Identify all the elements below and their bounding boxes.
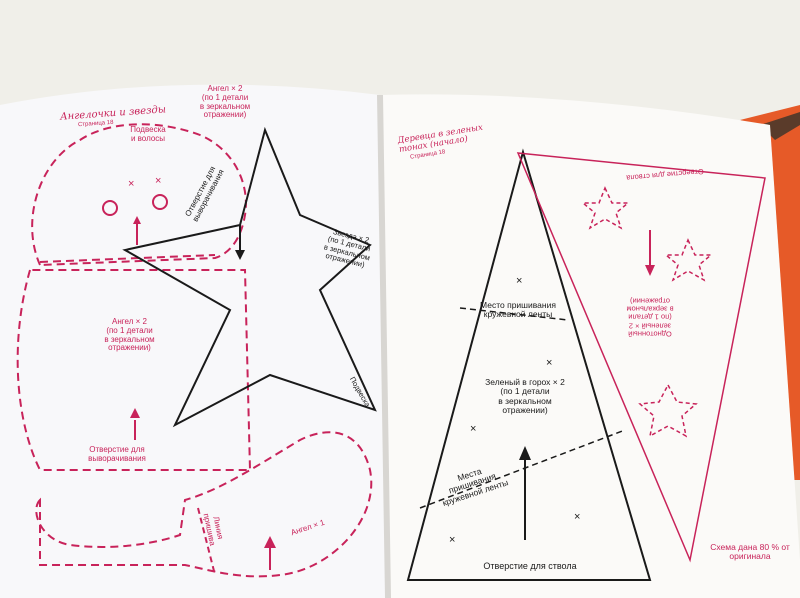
red-tree-triangle xyxy=(516,152,766,563)
angel-eye-left xyxy=(102,200,118,216)
right-page xyxy=(380,94,800,598)
hanger-label: Подвеска и волосы xyxy=(130,125,166,143)
angel-eye-right xyxy=(152,194,168,210)
tree-mark-4: × xyxy=(449,534,455,546)
book-gutter xyxy=(377,94,391,598)
trunk-opening-label: Отверстие для ствола xyxy=(483,561,577,571)
angel-top-base xyxy=(39,254,216,263)
ribbon-line-bottom xyxy=(419,429,626,509)
wing-arrowhead xyxy=(264,536,276,548)
trunk-arrowhead xyxy=(519,446,531,460)
tree-label: Зеленый в горох × 2 (по 1 детали в зерка… xyxy=(485,377,565,416)
red-star-2 xyxy=(663,238,714,282)
red-star-3 xyxy=(638,383,698,438)
star-arrowhead xyxy=(235,250,245,260)
star-pattern xyxy=(122,126,377,428)
angel-top-outline xyxy=(31,123,247,267)
red-star-1 xyxy=(580,186,631,230)
red-tree-label: Однотонный зеленый × 2 (по 1 детали в зе… xyxy=(626,296,674,339)
angel-top-arrowhead xyxy=(133,216,141,224)
scale-note: Схема дана 80 % от оригинала xyxy=(710,542,790,562)
angel-bottom-arrowhead xyxy=(130,408,140,418)
red-arrowhead xyxy=(645,265,655,276)
angel-cross-1: × xyxy=(128,178,134,190)
angel-bottom-label: Ангел × 2 (по 1 детали в зеркальном отра… xyxy=(104,317,155,353)
angel-opening-label: Отверстие для выворачивания xyxy=(88,445,146,463)
wing-outline xyxy=(35,431,373,578)
tree-mark-1: × xyxy=(516,275,522,287)
tree-mark-5: × xyxy=(574,511,580,523)
angel-top-label: Ангел × 2 (по 1 детали в зеркальном отра… xyxy=(199,84,251,120)
angel-cross-2: × xyxy=(155,175,161,187)
tree-mark-3: × xyxy=(470,423,476,435)
fold-line xyxy=(197,507,216,576)
ribbon-line-top xyxy=(459,307,569,321)
ribbon-place-top-label: Место пришивания кружевной ленты xyxy=(480,300,556,320)
tree-triangle xyxy=(406,148,652,581)
tree-mark-2: × xyxy=(546,357,552,369)
